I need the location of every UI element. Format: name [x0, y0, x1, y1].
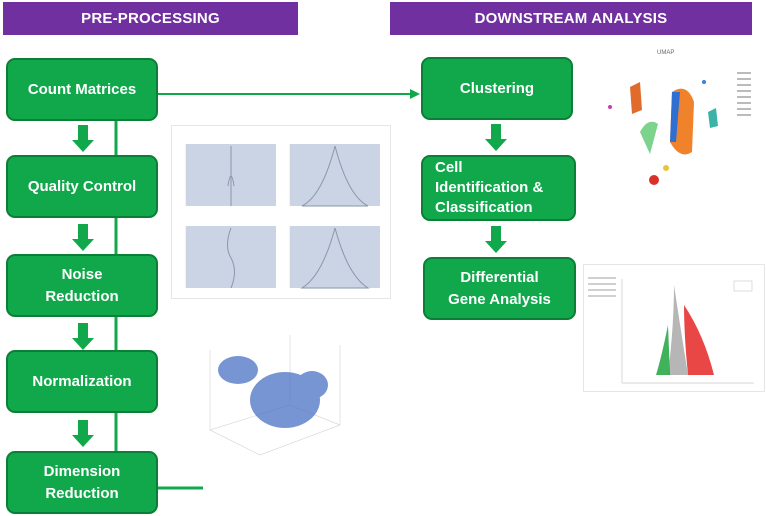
qc-violin-plots-graphic: [185, 144, 380, 289]
step-quality-control: Quality Control: [6, 155, 158, 218]
step-quality-control-label: Quality Control: [27, 177, 137, 195]
umap-plot-graphic: UMAP: [608, 50, 751, 185]
step-cell-identification-label: Cell Identification & Classification: [435, 159, 544, 216]
down-arrow-6: [485, 226, 507, 253]
step-clustering-label: Clustering: [459, 79, 535, 97]
umap-plot-image: UMAP: [592, 42, 764, 192]
umap-title: UMAP: [657, 50, 674, 56]
step-clustering: Clustering: [421, 57, 573, 120]
pca-3d-scatter-image: [200, 330, 350, 470]
step-dimension-reduction: Dimension Reduction: [6, 451, 158, 514]
step-count-matrices: Count Matrices: [6, 58, 158, 121]
volcano-plot-graphic: [588, 277, 754, 384]
downstream-header: DOWNSTREAM ANALYSIS: [390, 2, 752, 35]
step-noise-reduction: Noise Reduction: [6, 254, 158, 317]
down-arrow-1: [72, 125, 94, 152]
preprocessing-header: PRE-PROCESSING: [3, 2, 298, 35]
step-normalization: Normalization: [6, 350, 158, 413]
step-count-matrices-label: Count Matrices: [27, 80, 137, 98]
step-normalization-label: Normalization: [32, 372, 132, 390]
pca-3d-scatter-graphic: [209, 335, 341, 456]
qc-violin-plots-image: [172, 126, 390, 298]
count-to-clustering-arrowhead: [410, 89, 420, 99]
step-differential-gene-analysis-label: Differential Gene Analysis: [448, 268, 551, 308]
down-arrow-2: [72, 224, 94, 251]
step-dimension-reduction-label: Dimension Reduction: [43, 462, 121, 502]
step-noise-reduction-label: Noise Reduction: [45, 265, 119, 305]
step-differential-gene-analysis: Differential Gene Analysis: [423, 257, 576, 320]
down-arrow-3: [72, 323, 94, 350]
volcano-plot-image: [584, 265, 764, 391]
down-arrow-5: [485, 124, 507, 151]
step-cell-identification: Cell Identification & Classification: [421, 155, 576, 221]
down-arrow-4: [72, 420, 94, 447]
